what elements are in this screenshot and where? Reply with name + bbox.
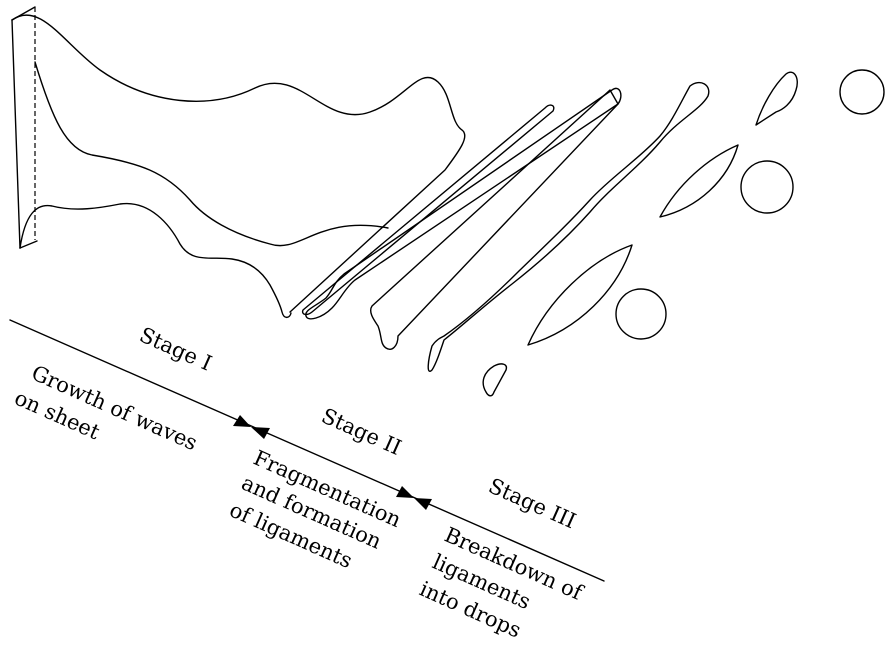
ligament-wide-tube [369, 89, 619, 350]
sheet-left-edge [11, 19, 21, 249]
ligament-thin-tube [305, 87, 622, 320]
stage-one-labels: Stage I Growth of waves on sheet [11, 323, 215, 456]
drop-circle-middle-right [740, 160, 794, 214]
sheet-top-edge [11, 14, 466, 313]
fragment-medium-lens [659, 144, 739, 218]
wavy-liquid-sheet [11, 6, 466, 319]
ligament-thin-strip [301, 104, 555, 316]
drop-circle-top-right [839, 69, 885, 115]
stage-two-labels: Stage II Fragmentation and formation of … [226, 404, 405, 573]
sheet-nozzle-top [11, 6, 36, 21]
ligament-wavy-tube [427, 81, 710, 372]
sheet-bottom-edge [19, 202, 292, 319]
stage-two-title: Stage II [318, 404, 405, 460]
fragment-small-drop [482, 363, 508, 397]
stage-three-labels: Stage III Breakdown of ligaments into dr… [416, 474, 588, 643]
arrow-start-stage-three [414, 498, 432, 510]
stage-three-title: Stage III [485, 474, 580, 534]
arrow-end-stage-two [396, 486, 414, 498]
drop-circle-lower [615, 288, 667, 340]
stage-one-title: Stage I [136, 323, 215, 376]
stage-axis [9, 319, 605, 582]
fragment-large-lens [527, 244, 633, 346]
sheet-nozzle-edge [19, 240, 38, 249]
arrow-end-stage-one [233, 415, 251, 427]
drops-and-fragments [482, 69, 885, 397]
ligaments [301, 81, 710, 372]
fragment-teardrop [755, 71, 798, 126]
arrow-start-stage-two [251, 427, 270, 439]
stage-axis-line [9, 319, 605, 582]
sheet-middle-fold [34, 61, 389, 247]
